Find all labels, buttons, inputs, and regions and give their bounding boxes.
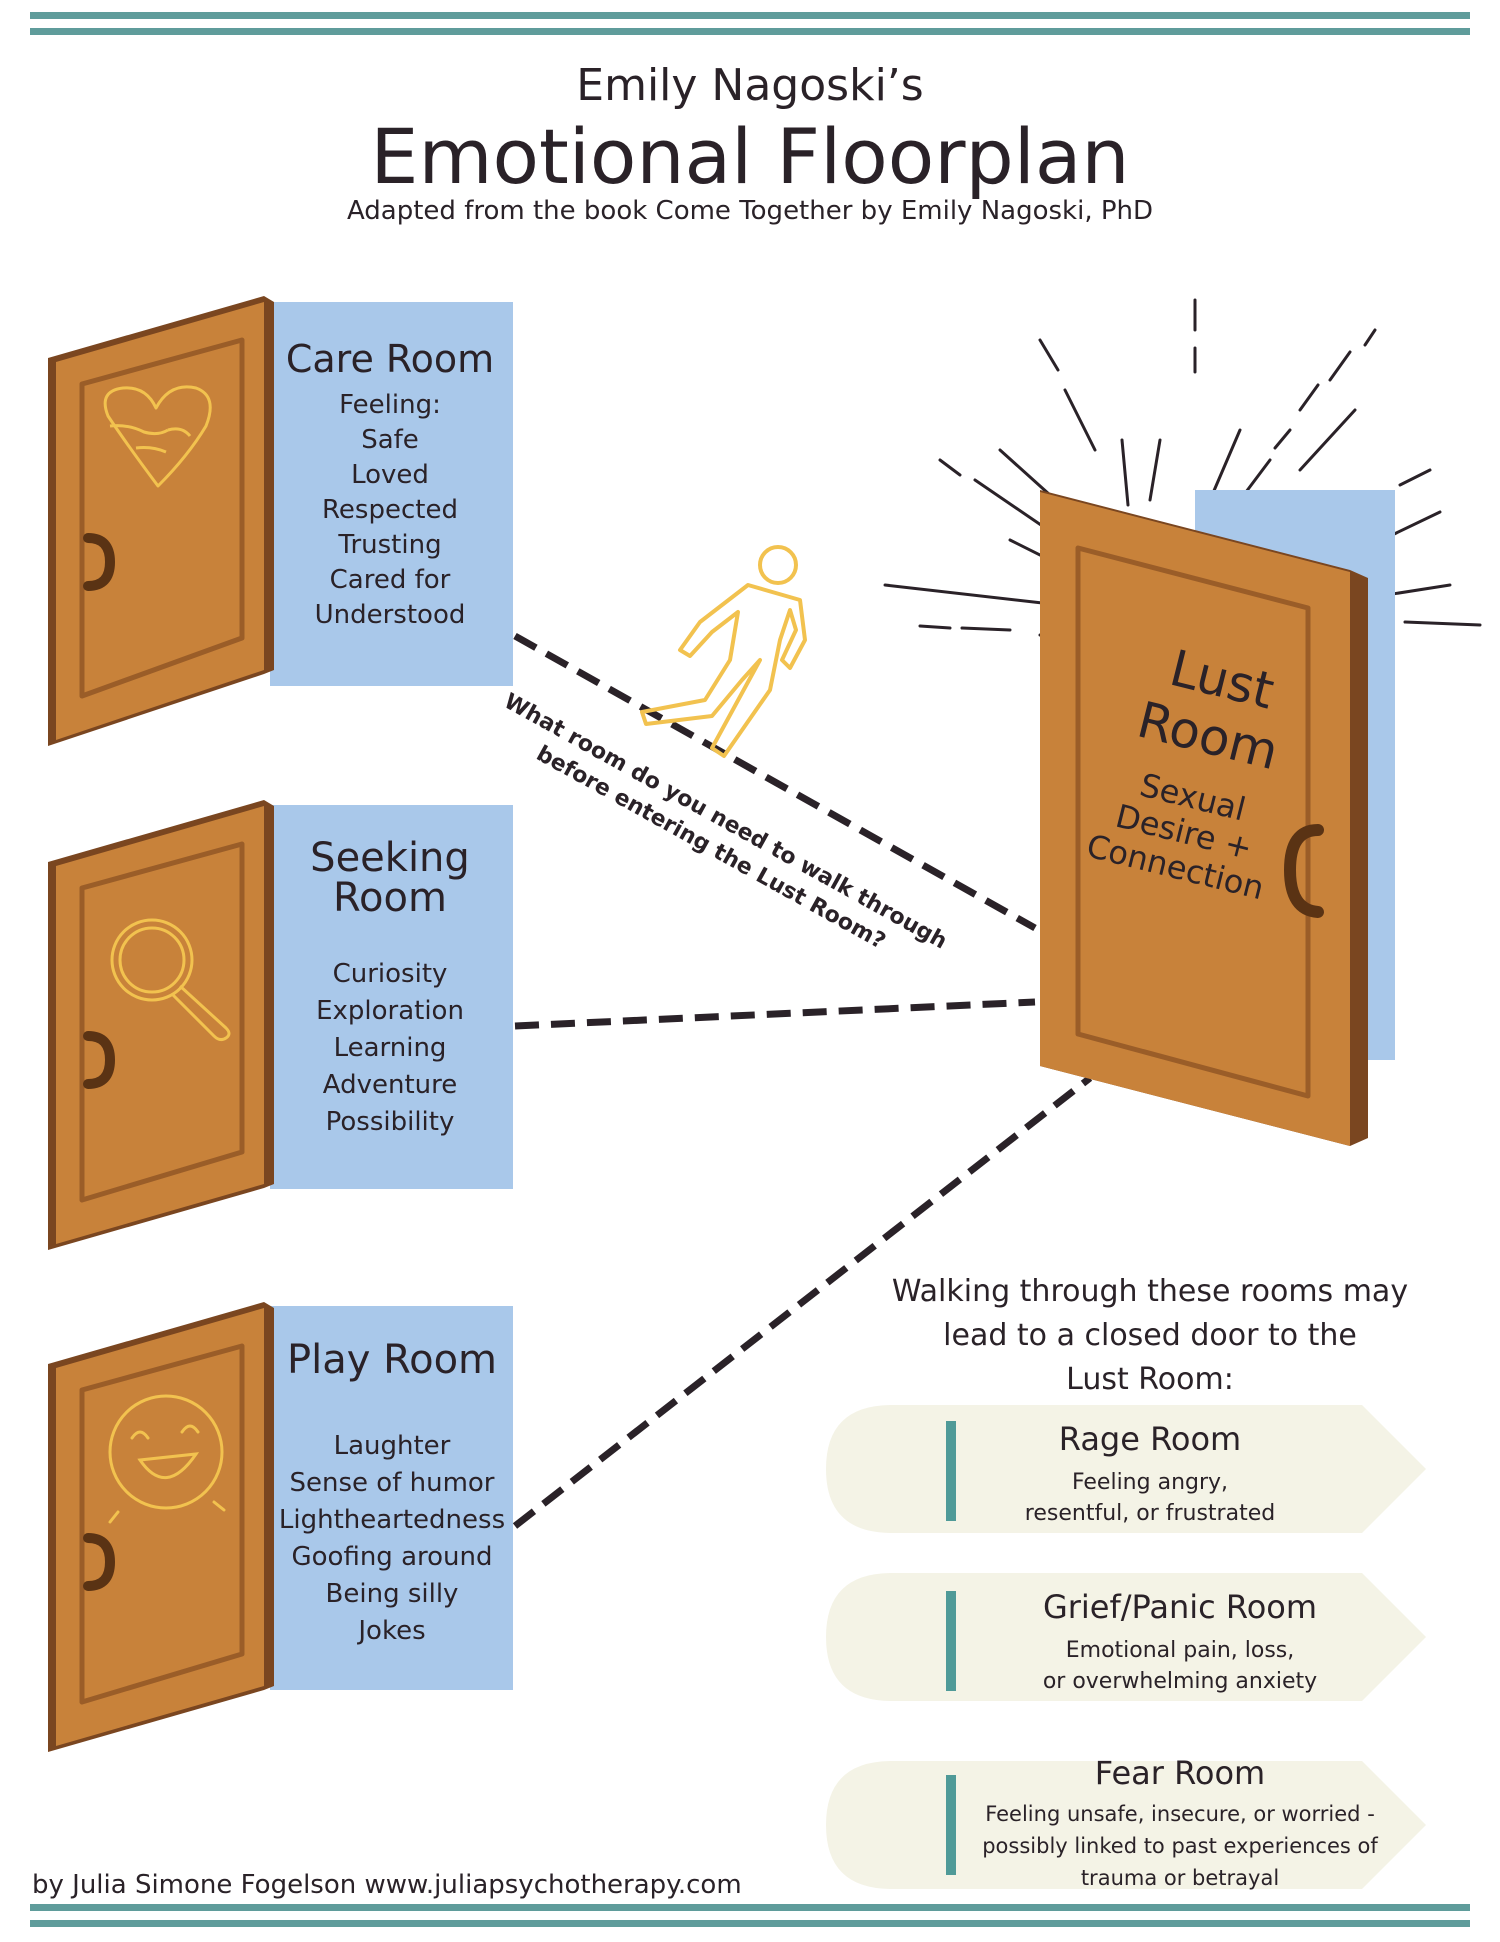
fear-room-badge	[826, 1761, 1426, 1889]
care-room-door	[48, 296, 274, 746]
seeking-room-item: Curiosity	[332, 959, 448, 989]
seeking-connector-line	[514, 998, 1036, 1030]
rage-room-badge	[826, 1405, 1426, 1533]
play-room-title: Play Room	[286, 1337, 498, 1383]
play-room-item: Sense of humor	[289, 1468, 495, 1498]
care-room-item: Understood	[314, 600, 466, 630]
fear-room-title: Fear Room	[1094, 1754, 1266, 1792]
play-room-item: Goofing around	[291, 1542, 493, 1572]
care-room-item: Cared for	[329, 565, 451, 595]
seeking-room-item: Learning	[333, 1033, 447, 1063]
play-room-item: Lightheartedness	[278, 1505, 506, 1535]
walker-icon	[640, 545, 807, 758]
rage-room-title: Rage Room	[1058, 1420, 1242, 1458]
seeking-room-item: Exploration	[316, 996, 464, 1026]
fear-room-desc-line: possibly linked to past experiences of	[982, 1834, 1378, 1858]
bottom-rule-1	[30, 1904, 1470, 1911]
author-line: Emily Nagoski’s	[576, 60, 924, 111]
play-room-item: Jokes	[358, 1616, 426, 1646]
closed-door-intro-line: Walking through these rooms may	[891, 1274, 1409, 1309]
care-room-item: Loved	[351, 460, 429, 490]
smiley-icon	[108, 1394, 226, 1524]
fear-room-desc-line: trauma or betrayal	[1080, 1866, 1280, 1890]
heart-hug-icon	[103, 385, 212, 488]
fear-room-desc-line: Feeling unsafe, insecure, or worried -	[985, 1802, 1375, 1826]
page-title: Emotional Floorplan	[370, 112, 1130, 201]
seeking-room-title: Seeking Room	[280, 838, 500, 918]
closed-door-intro-line: Lust Room:	[1066, 1362, 1234, 1397]
seeking-room-title-line-1: Seeking	[310, 835, 470, 881]
care-room-title: Care Room	[285, 337, 495, 381]
magnifier-icon	[110, 918, 231, 1042]
seeking-room-item: Adventure	[322, 1070, 458, 1100]
rage-room-desc-line: resentful, or frustrated	[1024, 1501, 1276, 1526]
grief-room-badge	[826, 1573, 1426, 1701]
seeking-room-door	[48, 800, 274, 1250]
play-room-list: Laughter Sense of humor Lightheartedness…	[272, 1428, 512, 1650]
play-room-panel	[270, 1306, 513, 1690]
closed-door-intro: Walking through these rooms may lead to …	[860, 1270, 1440, 1402]
care-room-panel	[270, 302, 513, 686]
play-connector-line	[512, 1075, 1093, 1529]
seeking-room-title-line-2: Room	[333, 875, 447, 921]
closed-door-intro-line: lead to a closed door to the	[943, 1318, 1357, 1353]
grief-room-title: Grief/Panic Room	[1042, 1588, 1318, 1626]
seeking-room-panel	[270, 805, 513, 1189]
care-connector-line	[513, 632, 1037, 932]
care-room-item: Safe	[361, 425, 419, 455]
rage-room-desc-line: Feeling angry,	[1071, 1470, 1229, 1495]
care-room-item: Trusting	[338, 530, 442, 560]
fear-room-desc: Feeling unsafe, insecure, or worried - p…	[958, 1798, 1402, 1894]
grief-room-desc-line: or overwhelming anxiety	[1042, 1669, 1318, 1694]
play-room-door	[48, 1302, 274, 1752]
page-subtitle: Adapted from the book Come Together by E…	[346, 196, 1154, 226]
care-room-item: Feeling:	[339, 390, 441, 420]
fear-room-bar	[946, 1775, 956, 1875]
closed-room-badges	[826, 1405, 1426, 1889]
rage-room-desc: Feeling angry, resentful, or frustrated	[960, 1467, 1340, 1529]
top-rule-1	[30, 12, 1470, 19]
play-room-item: Laughter	[333, 1431, 451, 1461]
footer-credit: by Julia Simone Fogelson www.juliapsycho…	[32, 1870, 742, 1900]
top-rule-2	[30, 28, 1470, 35]
seeking-room-item: Possibility	[325, 1107, 455, 1137]
lust-room-door	[1040, 490, 1368, 1146]
grief-room-desc-line: Emotional pain, loss,	[1065, 1638, 1295, 1663]
care-room-item: Respected	[322, 495, 458, 525]
care-room-list: Feeling: Safe Loved Respected Trusting C…	[280, 388, 500, 633]
bottom-rule-2	[30, 1920, 1470, 1927]
rage-room-bar	[946, 1421, 956, 1521]
grief-room-bar	[946, 1591, 956, 1691]
seeking-room-list: Curiosity Exploration Learning Adventure…	[280, 956, 500, 1141]
play-room-item: Being silly	[325, 1579, 459, 1609]
grief-room-desc: Emotional pain, loss, or overwhelming an…	[960, 1635, 1400, 1697]
